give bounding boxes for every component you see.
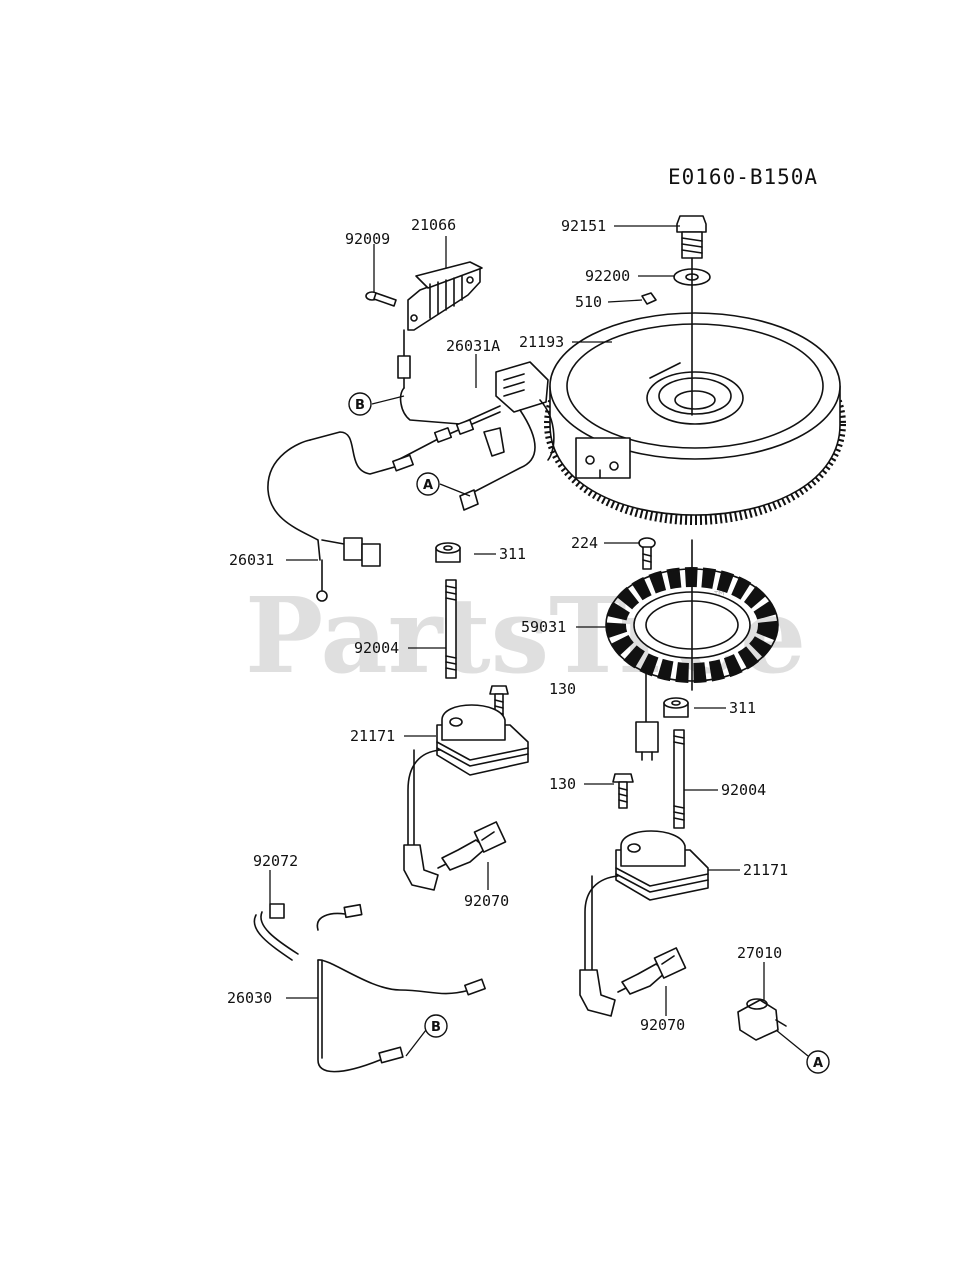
- label-21193: 21193: [519, 333, 564, 351]
- connector-a-bottom: A: [806, 1050, 830, 1074]
- regulator-21066[interactable]: [397, 261, 483, 389]
- ignition-coil-21171-right[interactable]: [579, 830, 709, 1017]
- spark-plug-92070-right[interactable]: [617, 947, 687, 995]
- connector-b-top: B: [348, 392, 372, 416]
- label-224: 224: [571, 534, 598, 552]
- bolt-92151[interactable]: [676, 215, 707, 259]
- oil-switch-27010[interactable]: [737, 998, 787, 1041]
- label-130-right: 130: [549, 775, 576, 793]
- label-92070-right: 92070: [640, 1016, 685, 1034]
- label-59031: 59031: [521, 618, 566, 636]
- stator-59031[interactable]: [605, 539, 779, 761]
- label-26031: 26031: [229, 551, 274, 569]
- leader-lines: [269, 225, 809, 1057]
- label-510: 510: [575, 293, 602, 311]
- label-92070-left: 92070: [464, 892, 509, 910]
- bolt-130-right[interactable]: [612, 773, 634, 809]
- harness-26031[interactable]: [267, 431, 414, 602]
- label-92200: 92200: [585, 267, 630, 285]
- bolt-130-left[interactable]: [489, 685, 509, 721]
- label-21171-left: 21171: [350, 727, 395, 745]
- label-26030: 26030: [227, 989, 272, 1007]
- screw-92009[interactable]: [365, 291, 397, 307]
- svg-text:A: A: [423, 478, 433, 493]
- label-27010: 27010: [737, 944, 782, 962]
- stud-92004-right[interactable]: [673, 729, 685, 829]
- label-92151: 92151: [561, 217, 606, 235]
- label-130-left: 130: [549, 680, 576, 698]
- label-92004-right: 92004: [721, 781, 766, 799]
- part-labels: 92151 92200 510 21193 92009 21066 26031A…: [227, 216, 788, 1034]
- ignition-coil-21171-left[interactable]: [403, 704, 529, 891]
- screw-224[interactable]: [638, 537, 656, 570]
- harness-26030[interactable]: [316, 903, 486, 1073]
- spark-plug-92070-left[interactable]: [437, 821, 507, 871]
- ground-wire-92072[interactable]: [253, 903, 299, 961]
- label-21171-right: 21171: [743, 861, 788, 879]
- label-92004-left: 92004: [354, 639, 399, 657]
- stud-92004-left[interactable]: [445, 579, 457, 679]
- label-92009: 92009: [345, 230, 390, 248]
- label-21066: 21066: [411, 216, 456, 234]
- harness-26031A[interactable]: [393, 361, 555, 511]
- svg-text:A: A: [813, 1056, 823, 1071]
- svg-text:B: B: [431, 1020, 441, 1035]
- svg-text:B: B: [355, 398, 365, 413]
- connector-b-bottom: B: [424, 1014, 448, 1038]
- connector-a-mid: A: [416, 472, 440, 496]
- label-26031A: 26031A: [446, 337, 500, 355]
- nut-311-right[interactable]: [663, 697, 689, 718]
- nut-311-left[interactable]: [435, 542, 461, 563]
- label-311-right: 311: [729, 699, 756, 717]
- flywheel-21193[interactable]: [544, 257, 846, 525]
- label-92072: 92072: [253, 852, 298, 870]
- label-311-left: 311: [499, 545, 526, 563]
- key-510[interactable]: [641, 292, 657, 305]
- diagram-code: E0160-B150A: [668, 165, 818, 189]
